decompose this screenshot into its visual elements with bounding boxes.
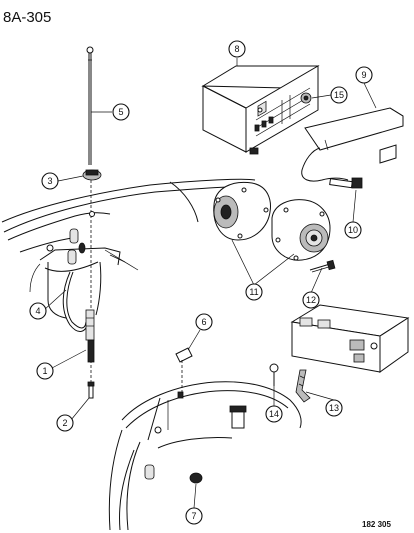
callout-label: 7: [191, 511, 196, 521]
callout-label: 1: [42, 366, 47, 376]
radio-mounting-bracket: [301, 107, 404, 182]
antenna-cap-nut: [82, 169, 102, 181]
callout-10: 10: [344, 221, 362, 239]
callout-8: 8: [228, 40, 246, 58]
amplifier-module: [290, 304, 410, 373]
callout-2: 2: [56, 414, 74, 432]
amplifier-bracket: [295, 369, 311, 403]
callout-label: 9: [361, 70, 366, 80]
callout-6: 6: [195, 313, 213, 331]
callout-12: 12: [302, 291, 320, 309]
callout-3: 3: [41, 172, 59, 190]
callout-label: 4: [35, 306, 40, 316]
speaker-right: [271, 199, 331, 261]
callout-label: 5: [118, 107, 123, 117]
callout-label: 11: [249, 287, 258, 297]
fender-panel: [108, 381, 302, 531]
callout-label: 14: [269, 409, 279, 419]
callout-4: 4: [29, 302, 47, 320]
callout-7: 7: [185, 507, 203, 525]
callout-11: 11: [245, 283, 263, 301]
callout-9: 9: [355, 66, 373, 84]
callout-label: 15: [334, 90, 344, 100]
callout-15: 15: [330, 86, 348, 104]
callout-5: 5: [112, 103, 130, 121]
callout-1: 1: [36, 362, 54, 380]
fender-clip: [175, 347, 193, 399]
radio-receiver: [201, 65, 320, 155]
callout-label: 6: [201, 317, 206, 327]
amplifier-screw: [269, 363, 279, 386]
antenna-cable: [62, 261, 102, 363]
callout-label: 8: [234, 44, 239, 54]
antenna-mount-screw: [87, 381, 95, 399]
page-reference: 8A-305: [3, 9, 51, 26]
callout-label: 12: [306, 295, 316, 305]
callout-14: 14: [265, 405, 283, 423]
diagram-code: 182 305: [362, 520, 391, 529]
callout-label: 13: [329, 403, 339, 413]
fender-grommet: [189, 472, 203, 484]
callout-label: 10: [348, 225, 358, 235]
bracket-bolt: [329, 177, 363, 189]
speaker-screw: [309, 259, 336, 273]
callout-label: 3: [47, 176, 52, 186]
speaker-left: [213, 181, 271, 241]
antenna-mast: [86, 46, 94, 165]
callout-13: 13: [325, 399, 343, 417]
callout-label: 2: [62, 418, 67, 428]
leader-lines: [43, 58, 377, 509]
